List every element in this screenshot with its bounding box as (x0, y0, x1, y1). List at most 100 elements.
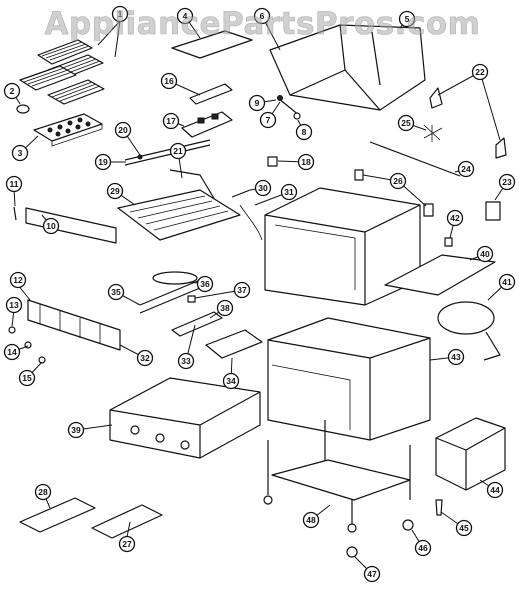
svg-text:1: 1 (118, 9, 123, 19)
callout: 38 (216, 299, 234, 317)
svg-text:20: 20 (118, 125, 128, 135)
svg-text:39: 39 (71, 425, 81, 435)
svg-text:42: 42 (450, 213, 460, 223)
callout: 5 (398, 10, 416, 28)
heat-deflector (171, 311, 223, 337)
svg-text:18: 18 (301, 157, 311, 167)
burner-frame (117, 189, 241, 241)
callout: 22 (471, 63, 489, 81)
callout: 32 (136, 349, 154, 367)
warming-rack (171, 30, 253, 59)
grease-cup-tray (91, 504, 163, 539)
svg-text:25: 25 (401, 118, 411, 128)
callout: 45 (455, 519, 473, 537)
handle-washer (293, 112, 301, 120)
callout: 20 (114, 121, 132, 139)
svg-text:9: 9 (255, 98, 260, 108)
callout: 25 (397, 114, 415, 132)
callout: 27 (118, 535, 136, 553)
svg-text:27: 27 (122, 539, 132, 549)
svg-text:17: 17 (166, 116, 176, 126)
igniter-tab (187, 295, 196, 303)
svg-text:38: 38 (220, 303, 230, 313)
callout: 43 (447, 348, 465, 366)
svg-text:44: 44 (490, 485, 500, 495)
rotisserie-rod (369, 141, 461, 177)
callout: 23 (498, 173, 516, 191)
callout: 17 (162, 112, 180, 130)
spacer-block (444, 237, 453, 247)
callout: 41 (498, 273, 516, 291)
callout: 16 (160, 72, 178, 90)
callout: 48 (302, 511, 320, 529)
valve-assembly (124, 139, 219, 206)
svg-text:21: 21 (173, 146, 183, 156)
svg-text:40: 40 (480, 249, 490, 259)
svg-text:7: 7 (266, 115, 271, 125)
caster-wheel (346, 546, 358, 558)
callout: 44 (486, 481, 504, 499)
callout: 28 (34, 483, 52, 501)
svg-text:30: 30 (258, 183, 268, 193)
callout: 8 (295, 123, 313, 141)
burner-tube (139, 279, 201, 314)
svg-text:46: 46 (418, 543, 428, 553)
svg-text:29: 29 (110, 186, 120, 196)
callout: 18 (297, 153, 315, 171)
callout: 7 (259, 111, 277, 129)
callout: 24 (457, 160, 475, 178)
rotisserie-fork (423, 124, 443, 142)
svg-text:33: 33 (181, 356, 191, 366)
svg-text:28: 28 (38, 487, 48, 497)
svg-text:19: 19 (98, 157, 108, 167)
handle-bolt (277, 95, 283, 101)
svg-text:45: 45 (459, 523, 469, 533)
svg-text:2: 2 (10, 86, 15, 96)
briquette-tray (33, 113, 103, 147)
bracket (354, 169, 364, 181)
control-box (485, 201, 501, 221)
svg-text:13: 13 (9, 300, 19, 310)
callout: 4 (176, 7, 194, 25)
ignitor-module (181, 111, 233, 138)
svg-text:10: 10 (46, 221, 56, 231)
callout: 15 (18, 369, 36, 387)
cart-frame (263, 420, 411, 533)
callout: 6 (253, 7, 271, 25)
svg-text:35: 35 (111, 287, 121, 297)
side-panel (25, 207, 117, 244)
svg-text:22: 22 (475, 67, 485, 77)
side-shelf (384, 254, 496, 296)
knob-cap (16, 104, 30, 114)
callout: 46 (414, 539, 432, 557)
callout: 19 (94, 153, 112, 171)
callout: 42 (446, 209, 464, 227)
hinge-bracket (495, 137, 507, 159)
storage-bin (435, 417, 506, 491)
callout: 11 (5, 175, 23, 193)
svg-text:16: 16 (164, 76, 174, 86)
svg-text:23: 23 (502, 177, 512, 187)
svg-text:4: 4 (183, 11, 188, 21)
svg-text:3: 3 (18, 148, 23, 158)
svg-text:15: 15 (22, 373, 32, 383)
callout: 30 (254, 179, 272, 197)
bracket (423, 203, 434, 217)
callout: 9 (248, 94, 266, 112)
svg-text:48: 48 (306, 515, 316, 525)
svg-text:34: 34 (226, 376, 236, 386)
heat-shield (189, 83, 233, 105)
burner-clip (231, 189, 251, 198)
flame-tamer (205, 329, 263, 359)
control-panel (27, 299, 121, 351)
svg-text:37: 37 (237, 285, 247, 295)
caster-wheel (402, 519, 414, 531)
callout: 34 (222, 372, 240, 390)
hinge-bracket (429, 87, 443, 109)
svg-text:32: 32 (140, 353, 150, 363)
callout: 2 (3, 82, 21, 100)
svg-text:36: 36 (200, 279, 210, 289)
svg-text:26: 26 (393, 176, 403, 186)
cart-body (267, 317, 431, 441)
